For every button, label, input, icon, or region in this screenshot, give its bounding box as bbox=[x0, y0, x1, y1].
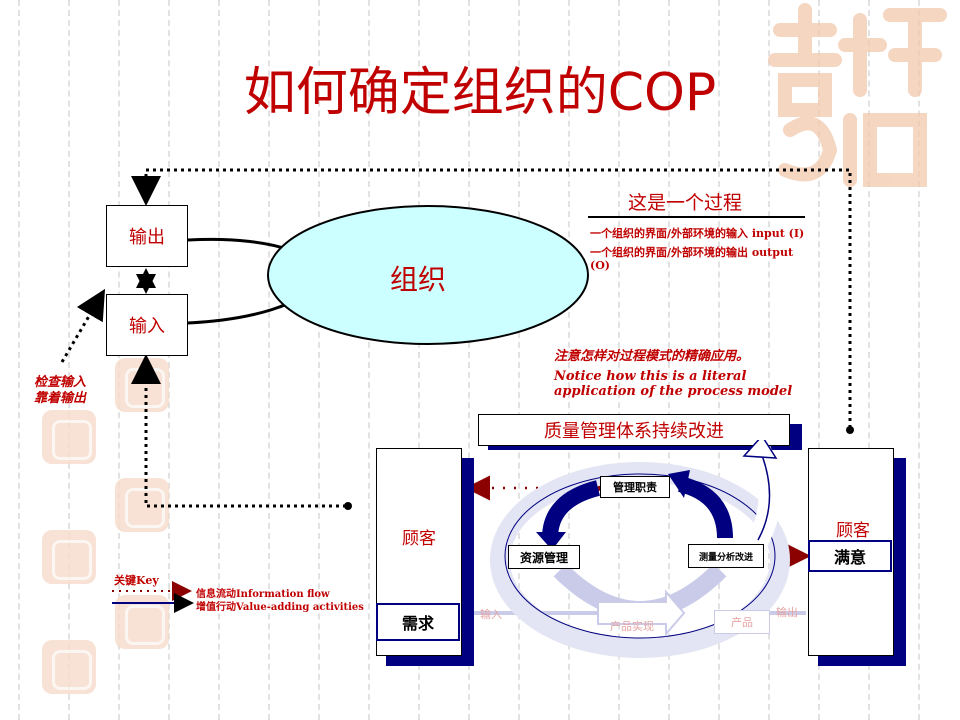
key-heading: 关键Key bbox=[114, 574, 159, 587]
page-title: 如何确定组织的COP bbox=[243, 63, 717, 123]
decorative-seal-large bbox=[760, 0, 960, 190]
product-box: 产品 bbox=[714, 610, 770, 634]
cycle-output-label: 输出 bbox=[776, 606, 798, 619]
input-box-label: 输入 bbox=[129, 316, 165, 337]
process-note-line: 一个组织的界面/外部环境的输出 output bbox=[590, 246, 794, 259]
customer-right-label: 顾客 bbox=[836, 521, 870, 541]
notice-english-line: Notice how this is a literal bbox=[554, 369, 747, 384]
product-realization-label: 产品实现 bbox=[610, 620, 654, 633]
key-value-adding: 增值行动Value-adding activities bbox=[196, 602, 364, 613]
customer-left-label: 顾客 bbox=[402, 529, 436, 549]
product-label: 产品 bbox=[731, 616, 753, 629]
qms-banner-label: 质量管理体系持续改进 bbox=[544, 421, 724, 442]
organization-ellipse bbox=[267, 205, 589, 345]
decorative-seal bbox=[42, 640, 96, 694]
process-note-line: (O) bbox=[590, 259, 610, 272]
decorative-seal bbox=[115, 478, 169, 532]
notice-english-line: application of the process model bbox=[554, 384, 793, 399]
key-info-flow: 信息流动Information flow bbox=[196, 589, 330, 600]
requirement-label: 需求 bbox=[401, 614, 434, 633]
decorative-seal bbox=[42, 530, 96, 584]
satisfaction-label: 满意 bbox=[833, 548, 866, 567]
organization-label: 组织 bbox=[390, 263, 447, 296]
requirement-box: 需求 bbox=[376, 603, 460, 641]
resource-management-label: 资源管理 bbox=[519, 550, 568, 565]
satisfaction-box: 满意 bbox=[808, 540, 892, 572]
input-box: 输入 bbox=[106, 294, 188, 356]
qms-banner: 质量管理体系持续改进 bbox=[478, 414, 790, 446]
resource-management-box: 资源管理 bbox=[508, 545, 580, 569]
notice-english: Notice how this is a literal application… bbox=[554, 369, 792, 399]
decorative-seal bbox=[42, 410, 96, 464]
process-cycle bbox=[490, 440, 790, 658]
process-heading: 这是一个过程 bbox=[628, 192, 743, 214]
process-note-line: 一个组织的界面/外部环境的输入 input (I) bbox=[590, 227, 805, 240]
check-note-line: 检查输入 bbox=[34, 375, 87, 390]
output-box-label: 输出 bbox=[129, 227, 165, 248]
management-responsibility-box: 管理职责 bbox=[600, 476, 670, 498]
cycle-input-label: 输入 bbox=[480, 608, 502, 621]
check-note: 检查输入 靠着输出 bbox=[34, 375, 86, 407]
output-box: 输出 bbox=[106, 205, 188, 267]
measurement-label: 测量分析改进 bbox=[698, 552, 753, 563]
notice-chinese: 注意怎样对过程模式的精确应用。 bbox=[554, 349, 750, 364]
process-note: 一个组织的界面/外部环境的输入 input (I) 一个组织的界面/外部环境的输… bbox=[590, 227, 840, 272]
check-note-line: 靠着输出 bbox=[34, 391, 87, 406]
management-responsibility-label: 管理职责 bbox=[613, 481, 657, 494]
measurement-box: 测量分析改进 bbox=[688, 544, 764, 568]
